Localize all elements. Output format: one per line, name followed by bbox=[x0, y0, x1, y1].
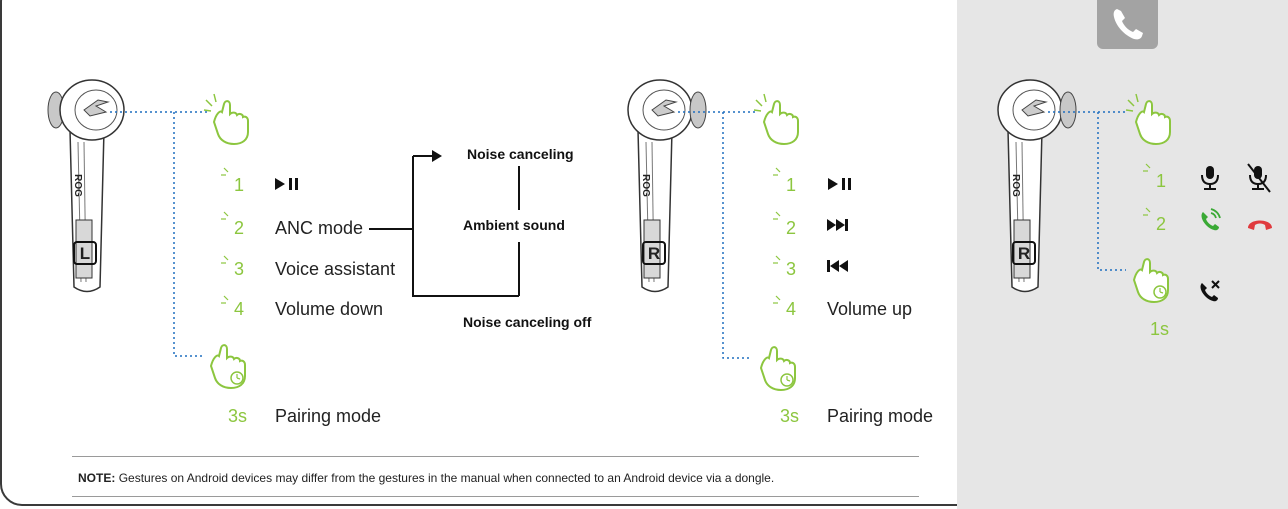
right-logo-text: ROG bbox=[639, 174, 651, 197]
left-gesture-4-action: Volume down bbox=[275, 299, 384, 319]
right-gesture-1-num: 1 bbox=[786, 175, 797, 195]
left-gesture-3-num: 3 bbox=[234, 259, 245, 279]
call-logo-text: ROG bbox=[1009, 174, 1021, 197]
right-gesture-4-num: 4 bbox=[786, 299, 797, 319]
right-gesture-2-num: 2 bbox=[786, 218, 797, 238]
right-earbud-illustration bbox=[627, 79, 707, 293]
right-earbud-label: R bbox=[642, 241, 666, 265]
note-label: NOTE: bbox=[78, 471, 116, 485]
right-hold-action: Pairing mode bbox=[827, 406, 934, 426]
call-earbud-label: R bbox=[1012, 241, 1036, 265]
note-divider-bottom bbox=[72, 496, 919, 497]
left-gesture-1-num: 1 bbox=[234, 175, 245, 195]
left-logo-text: ROG bbox=[71, 174, 83, 197]
left-gesture-2-num: 2 bbox=[234, 218, 245, 238]
end-call-icon bbox=[1248, 220, 1272, 230]
previous-track-icon bbox=[827, 260, 848, 272]
reject-call-icon bbox=[1200, 280, 1220, 302]
left-earbud-label: L bbox=[73, 241, 97, 265]
call-gesture-1-num: 1 bbox=[1156, 171, 1167, 191]
anc-mode-noise-canceling-off: Noise canceling off bbox=[463, 314, 592, 330]
next-track-icon bbox=[827, 219, 848, 231]
anc-mode-noise-canceling: Noise canceling bbox=[467, 146, 574, 162]
right-hold-duration: 3s bbox=[780, 406, 800, 426]
left-gesture-2-action: ANC mode bbox=[275, 218, 364, 238]
call-hold-duration: 1s bbox=[1150, 319, 1170, 339]
call-gesture-2-num: 2 bbox=[1156, 214, 1167, 234]
phone-icon bbox=[1113, 9, 1143, 40]
left-hold-action: Pairing mode bbox=[275, 406, 382, 426]
call-earbud-illustration bbox=[997, 79, 1077, 293]
play-pause-icon bbox=[828, 178, 851, 190]
play-pause-icon bbox=[275, 178, 298, 190]
microphone-icon bbox=[1201, 166, 1219, 190]
right-gesture-3-num: 3 bbox=[786, 259, 797, 279]
phone-header-box bbox=[1097, 0, 1158, 49]
left-gesture-4-num: 4 bbox=[234, 299, 245, 319]
right-gesture-4-action: Volume up bbox=[827, 299, 913, 319]
anc-mode-ambient-sound: Ambient sound bbox=[463, 217, 565, 233]
answer-call-icon bbox=[1201, 208, 1221, 231]
note: NOTE: Gestures on Android devices may di… bbox=[78, 471, 774, 485]
note-divider-top bbox=[72, 456, 919, 457]
left-gesture-3-action: Voice assistant bbox=[275, 259, 396, 279]
note-text: Gestures on Android devices may differ f… bbox=[118, 471, 775, 485]
microphone-mute-icon bbox=[1247, 163, 1271, 193]
left-hold-duration: 3s bbox=[228, 406, 248, 426]
